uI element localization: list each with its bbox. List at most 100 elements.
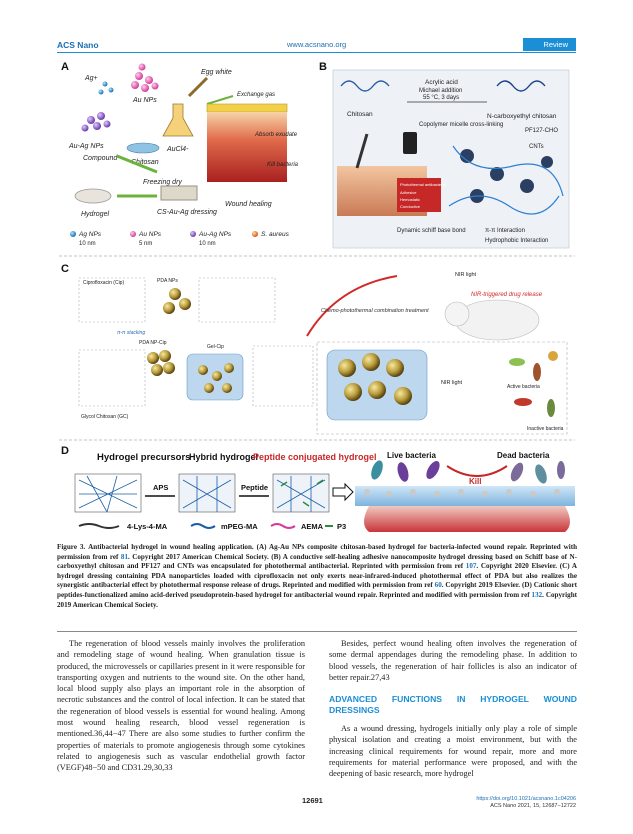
caption-label: Figure 3. (57, 543, 86, 551)
camera-device (403, 132, 417, 154)
legend-d-item-2: AEMA (301, 522, 324, 531)
prop-3: Conductive (400, 204, 421, 209)
legend-d-swatch-1 (190, 523, 216, 529)
panel-b: B Acrylic acid Michael addition 55 °C, 3… (319, 61, 570, 249)
legend-a-size-0: 10 nm (79, 241, 96, 247)
auag-label: Au-Ag NPs (68, 143, 104, 150)
pda-np-cluster (163, 288, 191, 314)
wound-dressing-layer (206, 103, 288, 113)
chitosan-dish (126, 142, 160, 154)
live-bacteria (371, 460, 440, 482)
doi-link[interactable]: https://doi.org/10.1021/acsnano.1c04206 (476, 796, 576, 802)
micelle-network (448, 145, 564, 215)
inactive-label: Inactive bacteria (527, 426, 564, 432)
chemo-label: Chemo-photothermal combination treatment (321, 308, 429, 314)
flask-icon (162, 103, 194, 137)
chitosan-label-b: Chitosan (347, 111, 373, 118)
conj-lines (276, 476, 326, 512)
panel-d: D Hydrogel precursors Hybrid hydrogel Pe… (61, 445, 575, 532)
acrylic-label: Acrylic acid (425, 79, 458, 86)
header-rule (57, 52, 576, 53)
temp-label: 55 °C, 3 days (423, 95, 459, 101)
chitosan-label-a: Chitosan (131, 159, 159, 166)
panel-a: A Ag+ Au NPs Egg white AuCl4- Au-Ag NPs … (61, 61, 299, 247)
au-nps-label: Au NPs (132, 97, 157, 104)
precursors-label: Hydrogel precursors (97, 452, 190, 463)
gel-surface-d (355, 486, 575, 506)
journal-url[interactable]: www.acsnano.org (287, 40, 347, 49)
kill-label-a: Kill bacteria (267, 162, 299, 168)
caption-ref-b[interactable]: 107 (465, 562, 477, 571)
arrow-a-1 (116, 154, 158, 174)
schiff-label: Dynamic schiff base bond (397, 228, 466, 234)
gel-cip-particles (198, 363, 234, 393)
michael-label: Michael addition (419, 88, 462, 94)
prop-0: Photothermal antibacteria (400, 182, 446, 187)
caption-text-d2: . Copyright 2019 American Chemical Socie… (57, 590, 578, 609)
chitosan-chain-top (340, 80, 390, 92)
conj-mesh (272, 473, 330, 513)
aucl-label: AuCl4- (166, 146, 189, 153)
hybrid-mesh (178, 473, 236, 513)
panel-a-label: A (61, 61, 69, 73)
egg-white-pipette (187, 76, 209, 98)
left-column: The regeneration of blood vessels mainly… (57, 638, 305, 774)
left-paragraph: The regeneration of blood vessels mainly… (57, 639, 305, 773)
hybrid-lines (182, 476, 232, 512)
ag-ion-label: Ag+ (84, 75, 98, 82)
legend-a-item-1: Au NPs (138, 231, 162, 238)
release-label: NIR-triggered drug release (471, 292, 543, 298)
ncec-label: N-carboxyethyl chitosan (487, 113, 557, 120)
absorb-label: Absorb exudate (254, 132, 298, 138)
chem-structure-box-3 (78, 349, 146, 407)
pdacip-cluster (147, 350, 175, 376)
journal-name[interactable]: ACS Nano (57, 40, 99, 50)
csauag-label: CS-Au-Ag dressing (157, 209, 217, 216)
caption-ref-c[interactable]: 60 (434, 581, 442, 590)
caption-text-c2: . Copyright 2019 Elsevier. (D) Cationic … (57, 581, 578, 599)
au-nps-cluster (131, 63, 159, 92)
aps-label: APS (153, 483, 168, 492)
legend-a-item-3: S. aureus (261, 231, 290, 238)
panel-d-label: D (61, 445, 69, 457)
chem-structure-box-2 (198, 277, 276, 323)
page-number: 12691 (302, 796, 323, 805)
caption-ref-d[interactable]: 132 (531, 590, 543, 599)
freezing-label: Freezing dry (143, 179, 182, 186)
auag-nps-cluster (81, 112, 111, 132)
kill-arrow (446, 465, 508, 477)
syringe-icon (355, 133, 369, 169)
panel-c: C Ciprofloxacin (Cip) PDA NPs π-π stacki… (61, 263, 568, 435)
ncec-chain-top (496, 80, 546, 92)
cip-label: Ciprofloxacin (Cip) (83, 280, 124, 286)
caption-text-b2: . Copyright 2020 Elsevier. (C) A hydroge… (57, 562, 577, 590)
figure-caption: Figure 3. Antibacterial hydrogel in woun… (57, 543, 577, 610)
gc-label: Glycol Chitosan (GC) (81, 414, 129, 420)
gas-arrow (206, 95, 234, 105)
healing-label: Wound healing (225, 201, 272, 208)
prop-1: Adhesive (400, 190, 417, 195)
wound-bed (207, 112, 287, 182)
cnts-label: CNTs (529, 144, 544, 150)
right-column: Besides, perfect wound healing often inv… (329, 638, 577, 780)
figure-3: A Ag+ Au NPs Egg white AuCl4- Au-Ag NPs … (59, 61, 575, 532)
zoom-box-c (316, 341, 568, 435)
legend-a: Ag NPs 10 nm Au NPs 5 nm Au-Ag NPs 10 nm… (70, 231, 290, 247)
nir-label-c: NIR light (455, 272, 477, 278)
hydrogel-label-a: Hydrogel (81, 211, 109, 218)
caption-ref-a[interactable]: 81 (120, 552, 128, 561)
peptide-conj-label: Peptide conjugated hydrogel (253, 452, 377, 462)
legend-d-swatch-2 (270, 523, 296, 529)
legend-d-item-3: P3 (337, 522, 346, 531)
prop-2: Hemostatic (400, 197, 420, 202)
kill-label-d: Kill (469, 477, 481, 486)
csauag-dressing (160, 185, 198, 201)
ag-ions-cluster (98, 81, 114, 95)
surface-charges-d (364, 489, 560, 497)
caption-title: Antibacterial hydrogel in wound healing … (88, 543, 254, 551)
properties-list: Photothermal antibacteria Adhesive Hemos… (400, 182, 446, 209)
treatment-arrow (306, 275, 398, 337)
panel-b-label: B (319, 61, 327, 73)
micelle-label: Copolymer micelle cross-linking (419, 122, 503, 128)
gel-structure-box (252, 345, 314, 407)
